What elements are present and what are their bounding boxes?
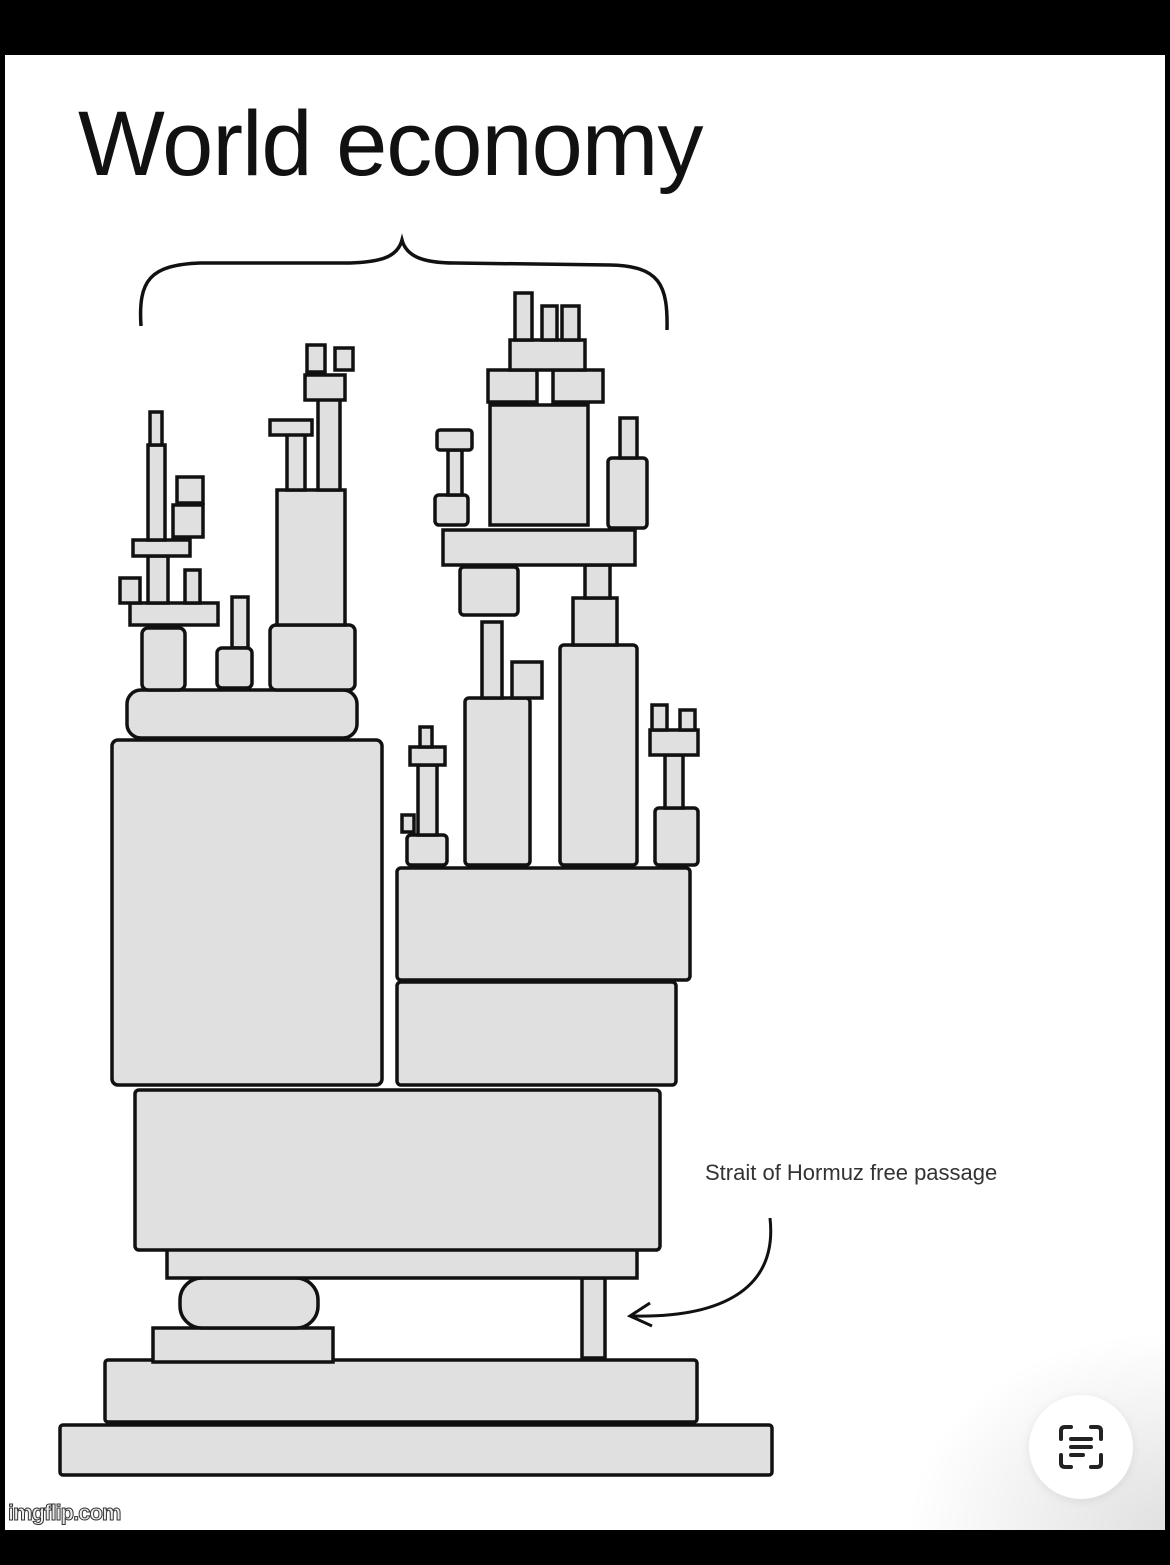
arrow-icon [626,1217,773,1328]
hormuz-caption: Strait of Hormuz free passage [705,1160,998,1185]
watermark: imgflip.com [7,1500,121,1526]
comic-title: World economy [78,93,703,195]
hormuz-pillar [580,1276,607,1360]
brace [138,233,669,331]
lens-scan-button[interactable] [1029,1395,1133,1499]
text-scan-icon [1059,1425,1103,1469]
blocks [58,291,774,1477]
